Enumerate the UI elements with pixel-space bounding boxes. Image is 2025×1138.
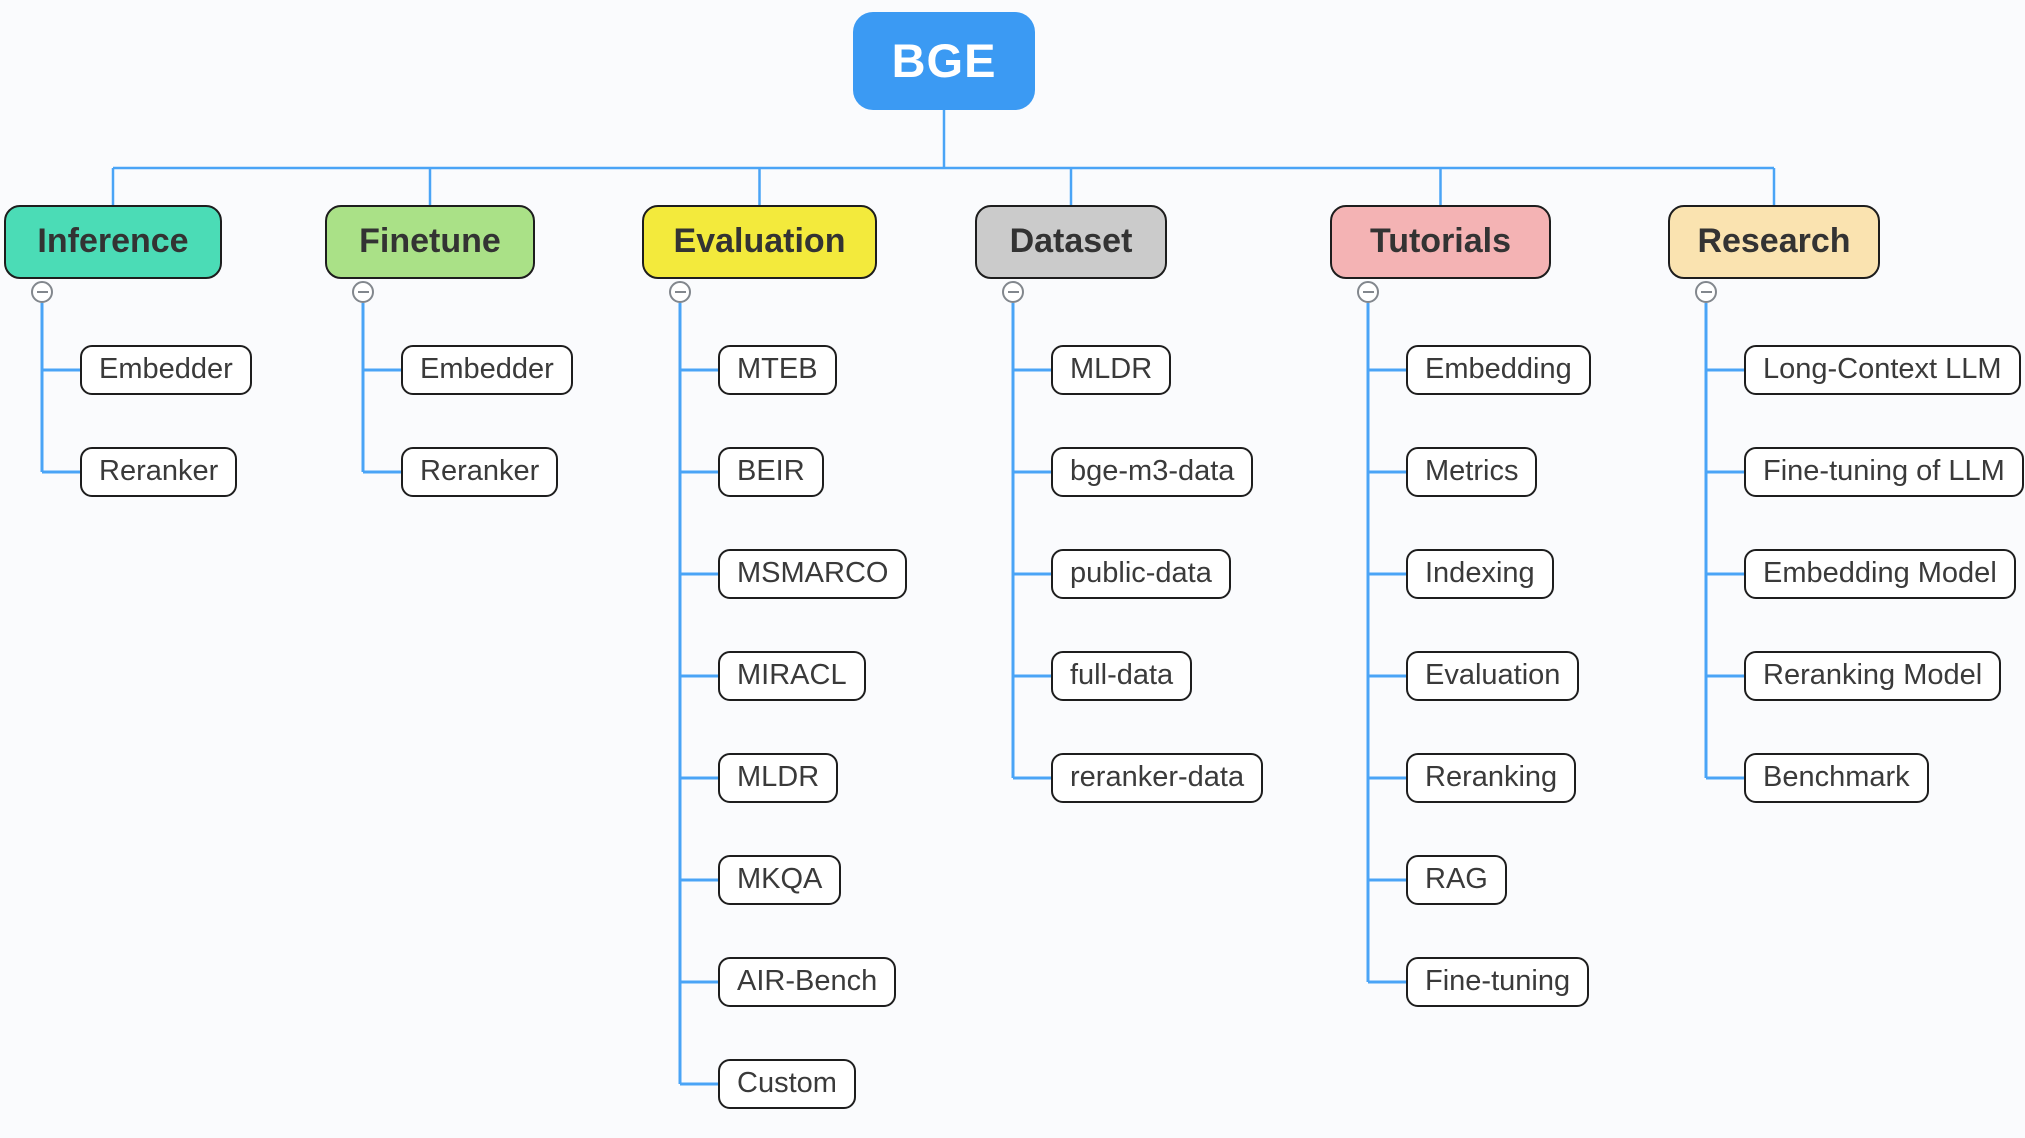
child-node-rag[interactable]: RAG bbox=[1406, 855, 1507, 905]
child-node-embedding[interactable]: Embedding bbox=[1406, 345, 1591, 395]
branch-node-evaluation[interactable]: Evaluation bbox=[642, 205, 877, 279]
child-node-reranker[interactable]: Reranker bbox=[401, 447, 559, 497]
child-node-embedder[interactable]: Embedder bbox=[80, 345, 252, 395]
child-node-fine-tuning-of-llm[interactable]: Fine-tuning of LLM bbox=[1744, 447, 2024, 497]
branch-node-research[interactable]: Research bbox=[1668, 205, 1880, 279]
child-node-air-bench[interactable]: AIR-Bench bbox=[718, 957, 897, 1007]
collapse-toggle-dataset[interactable] bbox=[1002, 281, 1024, 303]
child-node-bge-m3-data[interactable]: bge-m3-data bbox=[1051, 447, 1254, 497]
branch-node-finetune[interactable]: Finetune bbox=[325, 205, 535, 279]
child-node-beir[interactable]: BEIR bbox=[718, 447, 824, 497]
child-node-mteb[interactable]: MTEB bbox=[718, 345, 837, 395]
child-node-benchmark[interactable]: Benchmark bbox=[1744, 753, 1929, 803]
child-node-long-context-llm[interactable]: Long-Context LLM bbox=[1744, 345, 2021, 395]
child-node-fine-tuning[interactable]: Fine-tuning bbox=[1406, 957, 1590, 1007]
child-node-custom[interactable]: Custom bbox=[718, 1059, 856, 1109]
collapse-toggle-finetune[interactable] bbox=[352, 281, 374, 303]
minus-icon bbox=[674, 291, 686, 293]
branch-node-tutorials[interactable]: Tutorials bbox=[1330, 205, 1551, 279]
collapse-toggle-evaluation[interactable] bbox=[669, 281, 691, 303]
child-node-mldr[interactable]: MLDR bbox=[718, 753, 839, 803]
minus-icon bbox=[357, 291, 369, 293]
minus-icon bbox=[36, 291, 48, 293]
child-node-reranker[interactable]: Reranker bbox=[80, 447, 238, 497]
collapse-toggle-research[interactable] bbox=[1695, 281, 1717, 303]
root-node-bge[interactable]: BGE bbox=[853, 12, 1035, 110]
child-node-evaluation[interactable]: Evaluation bbox=[1406, 651, 1580, 701]
child-node-full-data[interactable]: full-data bbox=[1051, 651, 1193, 701]
branch-node-dataset[interactable]: Dataset bbox=[975, 205, 1167, 279]
child-node-embedder[interactable]: Embedder bbox=[401, 345, 573, 395]
child-node-reranking[interactable]: Reranking bbox=[1406, 753, 1577, 803]
branch-node-inference[interactable]: Inference bbox=[4, 205, 222, 279]
child-node-miracl[interactable]: MIRACL bbox=[718, 651, 866, 701]
child-node-public-data[interactable]: public-data bbox=[1051, 549, 1231, 599]
child-node-mldr[interactable]: MLDR bbox=[1051, 345, 1172, 395]
minus-icon bbox=[1700, 291, 1712, 293]
child-node-msmarco[interactable]: MSMARCO bbox=[718, 549, 908, 599]
child-node-reranker-data[interactable]: reranker-data bbox=[1051, 753, 1264, 803]
child-node-reranking-model[interactable]: Reranking Model bbox=[1744, 651, 2002, 701]
minus-icon bbox=[1362, 291, 1374, 293]
child-node-indexing[interactable]: Indexing bbox=[1406, 549, 1554, 599]
child-node-metrics[interactable]: Metrics bbox=[1406, 447, 1538, 497]
child-node-embedding-model[interactable]: Embedding Model bbox=[1744, 549, 2016, 599]
minus-icon bbox=[1007, 291, 1019, 293]
child-node-mkqa[interactable]: MKQA bbox=[718, 855, 842, 905]
collapse-toggle-tutorials[interactable] bbox=[1357, 281, 1379, 303]
collapse-toggle-inference[interactable] bbox=[31, 281, 53, 303]
